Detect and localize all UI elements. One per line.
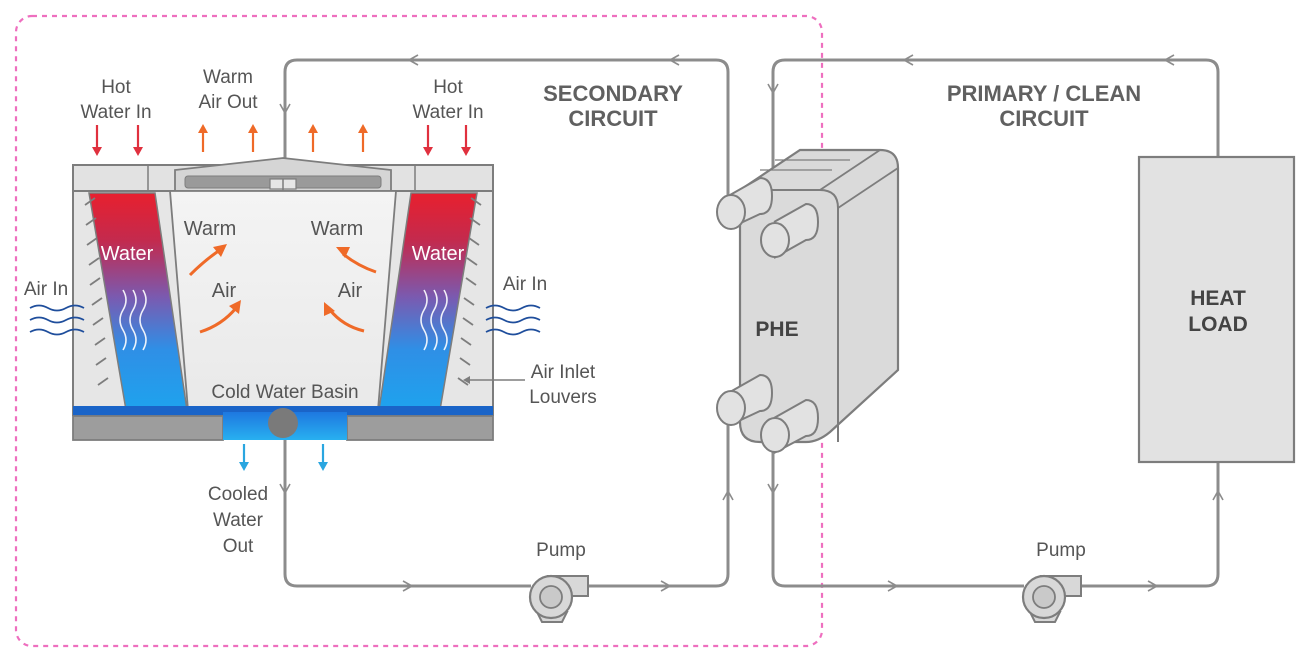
primary-circuit-pipe	[767, 54, 1224, 592]
cooled-water-out-arrows	[239, 444, 328, 471]
hot-water-in-left-label-line2: Water In	[80, 102, 151, 123]
air-in-right-label: Air In	[503, 274, 547, 295]
pump-left-icon	[528, 574, 589, 623]
hot-water-in-right-label-line1: Hot	[433, 77, 463, 98]
secondary-circuit-label-line1: SECONDARY	[543, 81, 683, 106]
primary-circuit-label-line1: PRIMARY / CLEAN	[947, 81, 1141, 106]
warm-air-left-label-line2: Air	[212, 280, 237, 302]
water-left-label: Water	[101, 243, 154, 265]
hot-water-in-left-label-line1: Hot	[101, 77, 131, 98]
secondary-circuit-label-line2: CIRCUIT	[568, 106, 658, 131]
air-inlet-louvers-label-line1: Air Inlet	[531, 362, 596, 383]
basin-outlet	[268, 408, 298, 438]
air-inlet-louvers-label-line2: Louvers	[529, 387, 597, 408]
pump-left-label: Pump	[536, 540, 586, 561]
air-inlet-louvers	[84, 197, 482, 386]
air-in-waves-right	[485, 304, 541, 336]
heat-load-box	[1137, 155, 1296, 464]
cooled-water-out-label-line2: Water	[213, 510, 264, 531]
plate-heat-exchanger	[716, 148, 900, 454]
cooled-water-out-label-line1: Cooled	[208, 484, 268, 505]
hot-water-in-right-label-line2: Water In	[412, 102, 483, 123]
warm-air-left-label-line1: Warm	[184, 218, 237, 240]
warm-air-out-label-line2: Air Out	[198, 92, 258, 113]
heat-load-label-line2: LOAD	[1188, 313, 1248, 336]
water-right-label: Water	[412, 243, 465, 265]
hot-water-in-arrows	[92, 125, 471, 156]
phe-label: PHE	[755, 318, 798, 341]
air-in-waves-left	[29, 304, 85, 336]
primary-circuit-label-line2: CIRCUIT	[999, 106, 1089, 131]
pump-right-icon	[1021, 574, 1082, 623]
air-in-left-label: Air In	[24, 279, 68, 300]
warm-air-out-label-line1: Warm	[203, 67, 253, 88]
cold-water-basin-label: Cold Water Basin	[211, 382, 358, 403]
cooling-tower	[72, 157, 494, 441]
warm-air-right-label-line2: Air	[338, 280, 363, 302]
cooled-water-out-label-line3: Out	[223, 536, 254, 557]
heat-load-label-line1: HEAT	[1190, 287, 1246, 310]
secondary-circuit-pipe	[279, 54, 734, 592]
warm-air-out-arrows	[198, 124, 368, 152]
pump-right-label: Pump	[1036, 540, 1086, 561]
warm-air-right-label-line1: Warm	[311, 218, 364, 240]
